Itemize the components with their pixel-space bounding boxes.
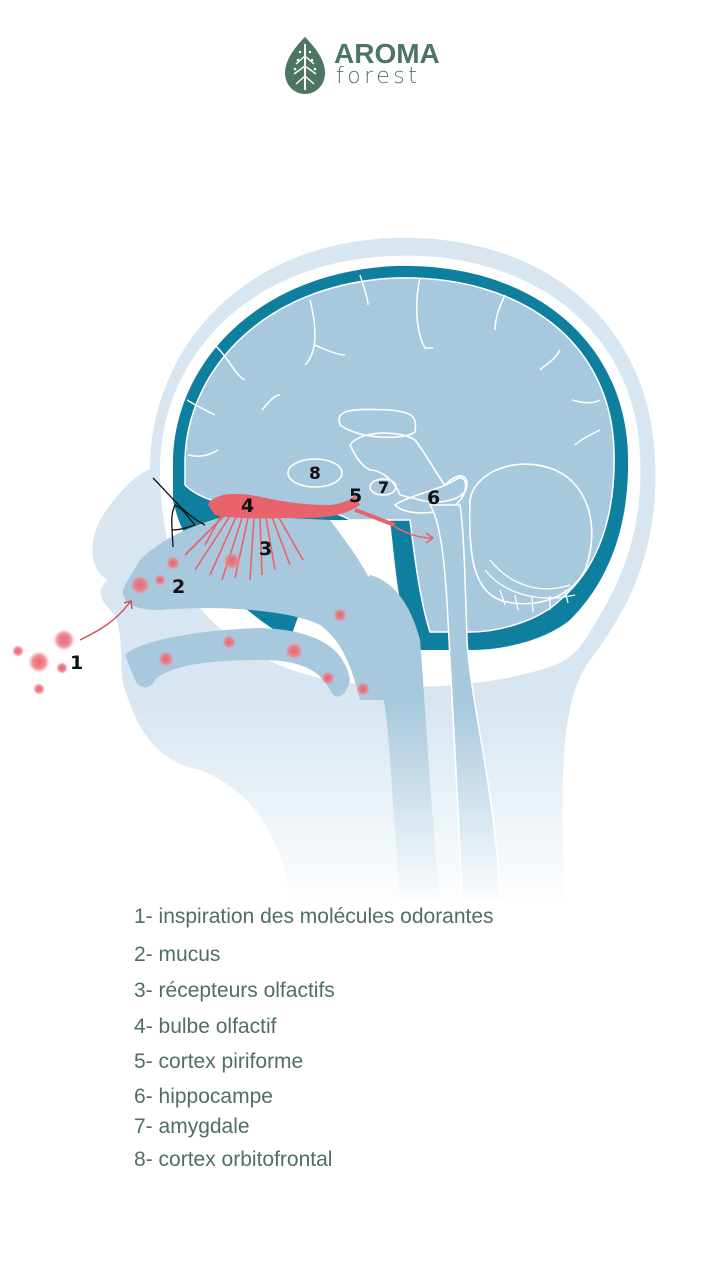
anatomy-illustration	[0, 220, 720, 910]
legend-item-4: 4- bulbe olfactif	[134, 1015, 277, 1038]
head-cross-section-diagram: 1 2 3 4 5 6 7 8	[0, 220, 720, 910]
marker-3: 3	[259, 538, 273, 560]
brand-name-top: AROMA	[334, 38, 440, 69]
legend-item-3: 3- récepteurs olfactifs	[134, 979, 335, 1002]
marker-7: 7	[378, 478, 390, 497]
marker-1: 1	[70, 652, 84, 674]
marker-6: 6	[427, 487, 441, 509]
brand-name-bottom: forest	[336, 64, 421, 89]
marker-2: 2	[172, 576, 186, 598]
legend-item-6: 6- hippocampe	[134, 1085, 273, 1108]
leaf-tree-icon	[285, 37, 325, 94]
brand-logo: AROMA forest	[282, 36, 442, 98]
marker-5: 5	[349, 485, 363, 507]
marker-4: 4	[241, 495, 255, 517]
brand-wordmark: AROMA forest	[334, 40, 440, 88]
legend-item-1: 1- inspiration des molécules odorantes	[134, 905, 494, 928]
legend-item-2: 2- mucus	[134, 943, 221, 966]
legend-item-8: 8- cortex orbitofrontal	[134, 1148, 333, 1171]
legend-item-5: 5- cortex piriforme	[134, 1050, 304, 1073]
legend-item-7: 7- amygdale	[134, 1115, 250, 1138]
marker-8: 8	[309, 464, 321, 484]
